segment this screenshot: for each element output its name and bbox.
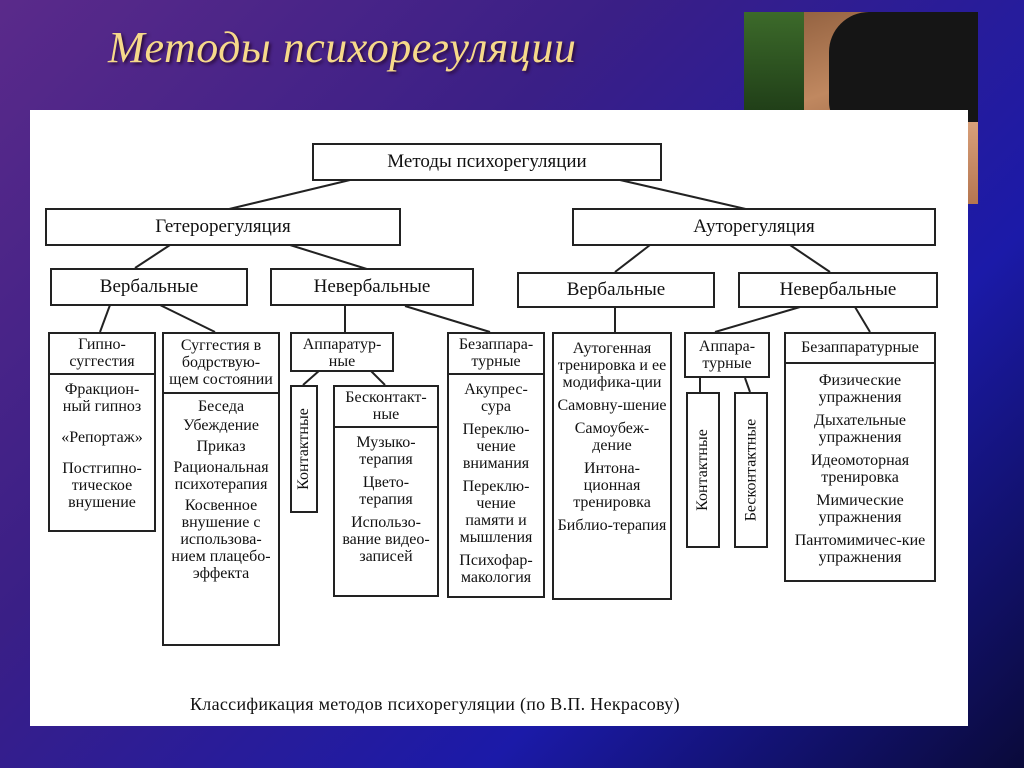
method-item: Музыко-терапия: [356, 434, 416, 468]
method-item: Аутогенная тренировка и ее модифика-ции: [557, 340, 667, 391]
method-item: Самоубеж-дение: [574, 420, 650, 454]
hetero-contact-label: Контактные: [295, 408, 313, 490]
method-item: Косвенное внушение с использова-нием пла…: [171, 497, 271, 582]
heteroregulation-label: Гетерорегуляция: [155, 216, 291, 237]
method-item: Приказ: [196, 438, 246, 455]
auto-verbal-node: Вербальные: [517, 272, 715, 308]
method-item: Переклю-чение памяти и мышления: [459, 478, 533, 546]
method-item: Самовну-шение: [557, 397, 667, 414]
suggestion-awake-column: Суггестия в бодрствую-щем состоянии Бесе…: [162, 332, 280, 646]
method-item: Психофар-макология: [459, 552, 533, 586]
hypnosuggestion-title: Гипно-суггестия: [50, 334, 154, 375]
hetero-apparatus-label: Аппаратур-ные: [302, 336, 382, 370]
auto-nonapparatus-title: Безаппаратурные: [786, 334, 934, 364]
auto-apparatus-node: Аппара-турные: [684, 332, 770, 378]
auto-contact-node: Контактные: [686, 392, 720, 548]
root-label: Методы психорегуляции: [387, 151, 587, 172]
auto-verbal-label: Вербальные: [566, 279, 666, 300]
auto-apparatus-label: Аппара-турные: [698, 338, 756, 372]
auto-nonverbal-label: Невербальные: [779, 279, 897, 300]
hetero-nonverbal-label: Невербальные: [313, 276, 431, 297]
hypnosuggestion-column: Гипно-суггестия Фракцион-ный гипноз «Реп…: [48, 332, 156, 532]
hetero-verbal-node: Вербальные: [50, 268, 248, 306]
auto-contact-label: Контактные: [694, 429, 712, 511]
photo-foliage: [744, 12, 804, 122]
suggestion-awake-title: Суггестия в бодрствую-щем состоянии: [164, 334, 278, 394]
method-item: Беседа: [197, 398, 245, 415]
method-item: Физические упражнения: [818, 372, 902, 406]
hetero-nonapparatus-column: Безаппара-турные Акупрес-сура Переклю-че…: [447, 332, 545, 598]
method-item: Рациональная психотерапия: [173, 459, 269, 493]
method-item: Использо-вание видео-записей: [342, 514, 430, 565]
autoregulation-node: Ауторегуляция: [572, 208, 936, 246]
method-item: Постгипно-тическое внушение: [62, 460, 142, 511]
auto-noncontact-node: Бесконтактные: [734, 392, 768, 548]
method-item: Цвето-терапия: [359, 474, 413, 508]
method-item: Фракцион-ный гипноз: [62, 381, 142, 415]
root-node: Методы психорегуляции: [312, 143, 662, 181]
method-item: Идеомоторная тренировка: [810, 452, 910, 486]
auto-nonverbal-node: Невербальные: [738, 272, 938, 308]
hetero-contact-node: Контактные: [290, 385, 318, 513]
method-item: Убеждение: [183, 417, 259, 434]
diagram-caption: Классификация методов психорегуляции (по…: [190, 694, 680, 714]
autoregulation-label: Ауторегуляция: [693, 216, 815, 237]
hetero-noncontact-column: Бесконтакт-ные Музыко-терапия Цвето-тера…: [333, 385, 439, 597]
auto-noncontact-label: Бесконтактные: [742, 418, 760, 522]
hetero-nonverbal-node: Невербальные: [270, 268, 474, 306]
auto-nonapparatus-column: Безаппаратурные Физические упражнения Ды…: [784, 332, 936, 582]
hetero-verbal-label: Вербальные: [99, 276, 199, 297]
hetero-noncontact-title: Бесконтакт-ные: [335, 387, 437, 428]
heteroregulation-node: Гетерорегуляция: [45, 208, 401, 246]
method-item: Интона-ционная тренировка: [573, 460, 651, 511]
method-item: Дыхательные упражнения: [814, 412, 906, 446]
method-item: Мимические упражнения: [816, 492, 904, 526]
hetero-nonapparatus-title: Безаппара-турные: [449, 334, 543, 375]
method-item: «Репортаж»: [61, 429, 143, 446]
method-item: Акупрес-сура: [464, 381, 528, 415]
hetero-apparatus-node: Аппаратур-ные: [290, 332, 394, 372]
method-item: Библио-терапия: [557, 517, 667, 534]
slide-title: Методы психорегуляции: [108, 23, 577, 72]
method-item: Пантомимичес-кие упражнения: [794, 532, 926, 566]
method-item: Переклю-чение внимания: [462, 421, 530, 472]
auto-verbal-column: Аутогенная тренировка и ее модифика-ции …: [552, 332, 672, 600]
